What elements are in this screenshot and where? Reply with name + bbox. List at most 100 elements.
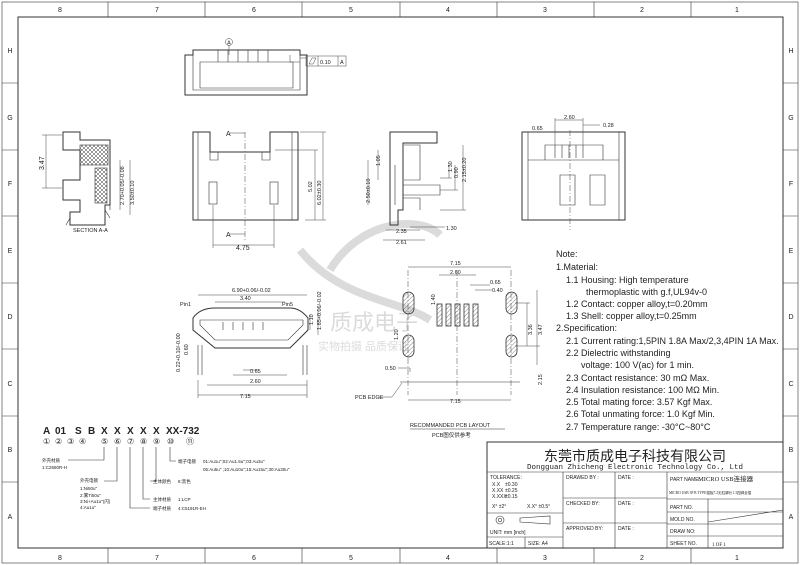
code-segment: S xyxy=(75,426,82,437)
tolerance-value: ±0.15 xyxy=(505,494,518,500)
row-label: H xyxy=(788,48,793,55)
legend-value: 01:Au1u'';02:Au1.5u'';03:Au3u'' xyxy=(203,459,265,464)
dim-label: 7.15 xyxy=(450,261,461,267)
col-label: 6 xyxy=(252,7,256,14)
row-label: C xyxy=(7,381,12,388)
row-label: G xyxy=(7,115,12,122)
legend-value: 1:Ni50u'' xyxy=(80,486,97,491)
code-segment: A xyxy=(43,426,50,437)
note-line: 2.6 Total unmating force: 1.0 Kgf Min. xyxy=(566,409,715,419)
circled-index: ④ xyxy=(79,437,86,446)
dim-label: 2.60 xyxy=(250,379,261,385)
dim-label: 7.15 xyxy=(240,394,251,400)
row-label: F xyxy=(789,181,793,188)
col-label: 7 xyxy=(155,555,159,562)
legend-value: 8:黑色 xyxy=(178,478,191,485)
circled-index: ⑩ xyxy=(167,437,174,446)
pcb-layout: 7.15 2.60 0.65 0.40 1.40 1.20 3.36 3.47 … xyxy=(355,261,544,439)
dim-label: 2.15±0.20 xyxy=(462,158,468,182)
legend-label: 端子电镀 xyxy=(178,458,196,465)
col-label: 5 xyxy=(349,555,353,562)
circled-index: ⑪ xyxy=(186,437,194,446)
row-label: B xyxy=(8,447,13,454)
circled-index: ⑨ xyxy=(153,437,160,446)
mating-face-view: 6.90+0.06/-0.02 3.40 Pin1 Pin5 1.10 1.85… xyxy=(176,288,323,400)
circled-index: ② xyxy=(55,437,62,446)
datum-label: A xyxy=(227,41,231,47)
dim-label: 3.50±0.10 xyxy=(130,181,136,205)
legend-label: 端子材质 xyxy=(153,505,171,512)
drawed-by-label: DRAWED BY : xyxy=(566,475,599,481)
projection-symbol xyxy=(495,515,551,525)
part-no-label: PART NO. xyxy=(670,505,693,511)
dim-label: 2.70+0.05/-0.08 xyxy=(120,166,126,205)
dim-label: 0.65 xyxy=(532,126,543,132)
pin5-label: Pin5 xyxy=(282,302,293,308)
legend-value: 4:Au1u'' xyxy=(80,505,96,510)
dim-label: 2.60 xyxy=(450,270,461,276)
row-label: H xyxy=(7,48,12,55)
dim-label: 2.50±0.10 xyxy=(366,179,372,203)
section-cut-label: A xyxy=(226,131,231,138)
note-line: thermoplastic with g.f,UL94v-0 xyxy=(586,287,707,297)
circled-index: ③ xyxy=(67,437,74,446)
mold-no-label: MOLD NO. xyxy=(670,517,695,523)
legend-value: 05:Au5u'' ;10:Au10u'';15:Au15u'';30:Au30… xyxy=(203,467,290,472)
scale-label: SCALE:1:1 xyxy=(489,541,514,547)
legend-value: 4:C5191R-EH xyxy=(178,506,206,511)
pcb-layout-subtitle: PCB图仅供参考 xyxy=(432,431,471,439)
note-line: voltage: 100 V(ac) for 1 min. xyxy=(581,360,694,370)
pcb-layout-title: RECOMMANDED PCB LAYOUT xyxy=(410,423,491,429)
section-cut-label: A xyxy=(226,232,231,239)
dim-label: 0.90 xyxy=(454,167,460,178)
note-line: 2.4 Insulation resistance: 100 MΩ Min. xyxy=(566,385,719,395)
pin1-label: Pin1 xyxy=(180,302,191,308)
row-label: A xyxy=(8,514,13,521)
watermark-text: 质成电子 xyxy=(330,310,418,335)
row-label: E xyxy=(8,248,13,255)
code-segment: X xyxy=(140,426,147,437)
tolerance-format: X.XXX xyxy=(492,494,507,500)
dim-label: 1.40 xyxy=(431,294,437,305)
title-block: 东莞市质成电子科技有限公司 Dongguan Zhicheng Electron… xyxy=(486,441,784,549)
note-line: 2.2 Dielectric withstanding xyxy=(566,348,671,358)
col-label: 2 xyxy=(640,7,644,14)
size-label: SIZE: A4 xyxy=(528,541,548,547)
circled-index: ⑧ xyxy=(140,437,147,446)
tolerance-format: X.X xyxy=(492,482,501,488)
side-view: 2.50±0.10 1.05 1.30 0.90 2.15±0.20 2.35 … xyxy=(366,131,468,246)
code-segment: XX-732 xyxy=(166,426,200,437)
col-label: 4 xyxy=(446,7,450,14)
legend-label: 主体材质 xyxy=(153,496,171,503)
notes: Note: 1.Material: 1.1 Housing: High temp… xyxy=(556,249,779,432)
col-label: 2 xyxy=(640,555,644,562)
circled-index: ⑦ xyxy=(127,437,134,446)
watermark: 质成电子 实物拍摄 品质保证 xyxy=(296,220,443,353)
note-line: 2.1 Current rating:1,5PIN 1.8A Max/2,3,4… xyxy=(566,336,779,346)
dim-label: 0.65 xyxy=(250,369,261,375)
part-name: MICRO USB连接器 xyxy=(698,474,754,483)
col-label: 4 xyxy=(446,555,450,562)
unit-label: UNIT: mm [inch] xyxy=(490,530,526,536)
note-line: 2.7 Temperature range: -30°C~80°C xyxy=(566,422,711,432)
dim-label: 2.15 xyxy=(538,374,544,385)
company-name-en: Dongguan Zhicheng Electronic Technology … xyxy=(527,464,743,472)
note-line: 1.Material: xyxy=(556,262,598,272)
top-view: A 0.10 A xyxy=(184,38,347,96)
rear-view: 2.60 0.65 0.28 xyxy=(521,115,626,230)
note-line: 2.Specification: xyxy=(556,323,617,333)
sheet-value: 1 OF 1 xyxy=(712,543,726,548)
tolerance-label: TOLERANCE: xyxy=(490,475,522,481)
flatness-datum: A xyxy=(340,60,344,66)
dim-label: 0.22+0.10/-0.00 xyxy=(176,333,182,372)
dim-label: 1.20 xyxy=(394,329,400,340)
legend-label: 主体颜色 xyxy=(153,478,171,485)
tolerance-value: ±0.25 xyxy=(505,488,518,494)
dim-label: 1.85+0.06/-0.02 xyxy=(317,291,323,330)
note-line: 1.1 Housing: High temperature xyxy=(566,275,689,285)
legend-value: 1:C2680R-H xyxy=(42,465,67,470)
dim-label: 2.60 xyxy=(564,115,575,121)
front-view: A A 4.75 5.02 6.02±0.30 xyxy=(192,131,326,252)
